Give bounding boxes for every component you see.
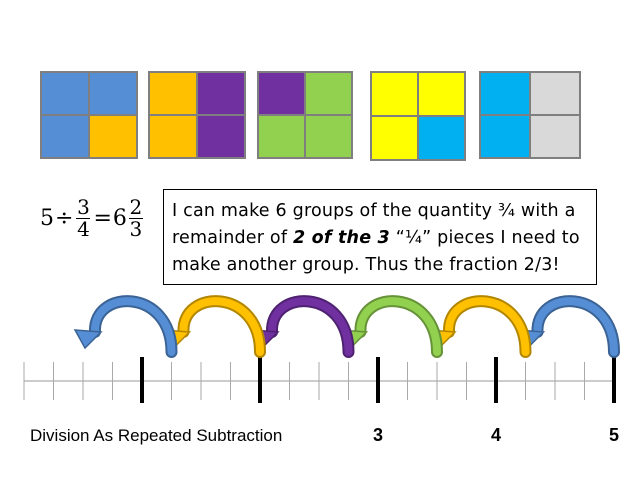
remainder-fraction: 2 3 [128,194,143,241]
division-equation: 5 ÷ 3 4 = 6 2 3 [40,188,150,248]
explanation-box: I can make 6 groups of the quantity ¾ wi… [163,189,597,285]
equals-sign: = [93,205,112,231]
quarter-piece [418,72,465,116]
quarter-piece [371,72,418,116]
quotient-whole: 6 [112,205,127,231]
caption: Division As Repeated Subtraction [30,426,283,445]
division-operator: ÷ [55,205,74,231]
divisor-numerator: 3 [77,194,90,219]
quarter-piece [41,72,89,115]
jump-arrow-body [444,297,530,356]
remainder-numerator: 2 [129,194,143,219]
note-emphasis: 2 of the 3 [292,228,390,248]
fraction-square-2 [148,71,246,159]
divisor-denominator: 4 [77,216,90,241]
quarter-piece [41,115,89,158]
jump-arrow-body [356,297,441,356]
quarter-piece [305,72,352,115]
number-label: 3 [373,425,384,445]
fraction-squares [0,0,640,170]
quarter-piece [480,72,530,115]
quarter-piece [305,115,352,158]
fraction-square-4 [370,71,466,161]
remainder-denominator: 3 [129,216,143,241]
quarter-piece [418,116,465,160]
fraction-square-5 [479,71,581,159]
quarter-piece [258,72,305,115]
quarter-piece [89,72,137,115]
quarter-piece [149,72,197,115]
fraction-square-1 [40,71,138,159]
quarter-piece [197,72,245,115]
quarter-piece [258,115,305,158]
quarter-piece [371,116,418,160]
jump-arrow-body [179,297,264,356]
number-label: 4 [491,425,502,445]
quarter-piece [530,72,580,115]
fraction-square-3 [257,71,353,159]
number-label: 5 [609,425,620,445]
fraction-bar [128,217,143,219]
note-text-end: “¼” pieces I need to make another group.… [172,228,580,275]
note-text-start: I can make 6 groups of the quantity ¾ wi… [172,201,576,248]
divisor-fraction: 3 4 [76,194,91,241]
quarter-piece [480,115,530,158]
quarter-piece [89,115,137,158]
jump-arrow-body [533,297,618,356]
quarter-piece [197,115,245,158]
jump-arrow-body [90,297,176,356]
jump-arrow-body [267,297,353,356]
quarter-piece [149,115,197,158]
dividend: 5 [40,205,54,231]
fraction-bar [76,217,91,219]
quarter-piece [530,115,580,158]
jump-arrow-head [73,329,103,350]
